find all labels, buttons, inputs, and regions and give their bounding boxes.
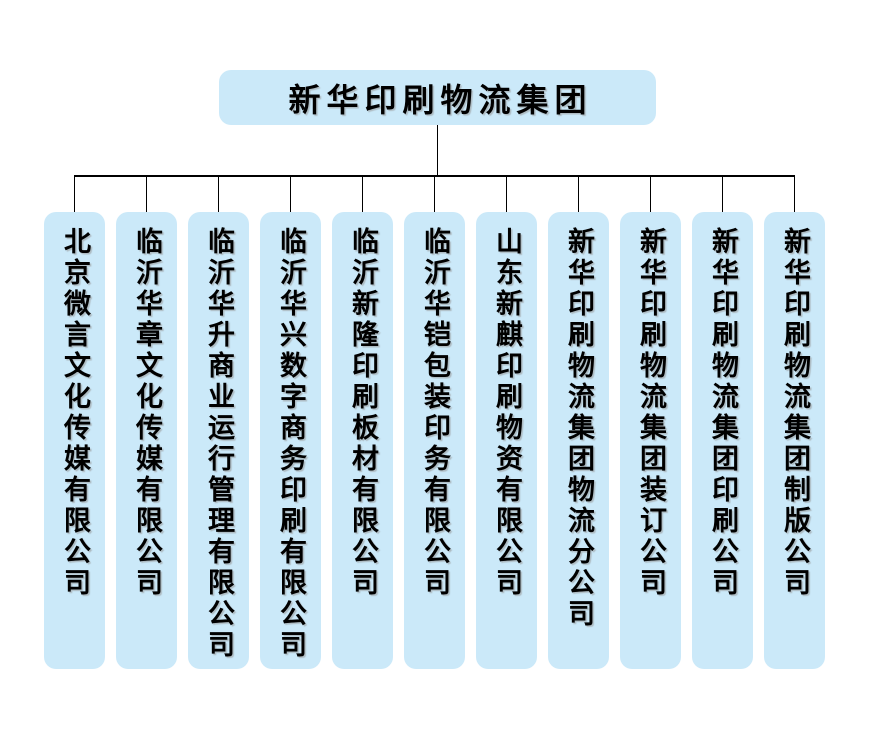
child-node-label: 北京微言文化传媒有限公司 [59, 227, 90, 599]
child-node-label: 山东新麒印刷物资有限公司 [491, 227, 522, 599]
connector-drop [73, 175, 76, 212]
child-node-label: 临沂华兴数字商务印刷有限公司 [275, 227, 306, 661]
child-node: 临沂华兴数字商务印刷有限公司 [260, 212, 321, 669]
root-node: 新华印刷物流集团 [219, 70, 656, 125]
connector-drop [577, 175, 580, 212]
connector-drop [289, 175, 292, 212]
child-node: 新华印刷物流集团印刷公司 [692, 212, 753, 669]
child-node: 山东新麒印刷物资有限公司 [476, 212, 537, 669]
connector-drop [361, 175, 364, 212]
child-node-label: 新华印刷物流集团物流分公司 [563, 227, 594, 630]
connector-drop [793, 175, 796, 212]
child-node: 新华印刷物流集团制版公司 [764, 212, 825, 669]
child-node-label: 新华印刷物流集团装订公司 [635, 227, 666, 599]
child-node-label: 新华印刷物流集团印刷公司 [707, 227, 738, 599]
connector-stem [436, 125, 439, 177]
child-node-label: 临沂华铠包装印务有限公司 [419, 227, 450, 599]
connector-drop [217, 175, 220, 212]
child-node-label: 临沂华章文化传媒有限公司 [131, 227, 162, 599]
child-node: 北京微言文化传媒有限公司 [44, 212, 105, 669]
child-node-label: 临沂华升商业运行管理有限公司 [203, 227, 234, 661]
connector-drop [505, 175, 508, 212]
child-node: 临沂新隆印刷板材有限公司 [332, 212, 393, 669]
connector-drop [721, 175, 724, 212]
root-node-label: 新华印刷物流集团 [288, 80, 593, 119]
connector-drop [433, 175, 436, 212]
connector-drop [145, 175, 148, 212]
child-node-label: 新华印刷物流集团制版公司 [779, 227, 810, 599]
child-node: 新华印刷物流集团装订公司 [620, 212, 681, 669]
child-node: 临沂华升商业运行管理有限公司 [188, 212, 249, 669]
child-node-label: 临沂新隆印刷板材有限公司 [347, 227, 378, 599]
child-node: 新华印刷物流集团物流分公司 [548, 212, 609, 669]
child-node: 临沂华铠包装印务有限公司 [404, 212, 465, 669]
child-node: 临沂华章文化传媒有限公司 [116, 212, 177, 669]
connector-drop [649, 175, 652, 212]
